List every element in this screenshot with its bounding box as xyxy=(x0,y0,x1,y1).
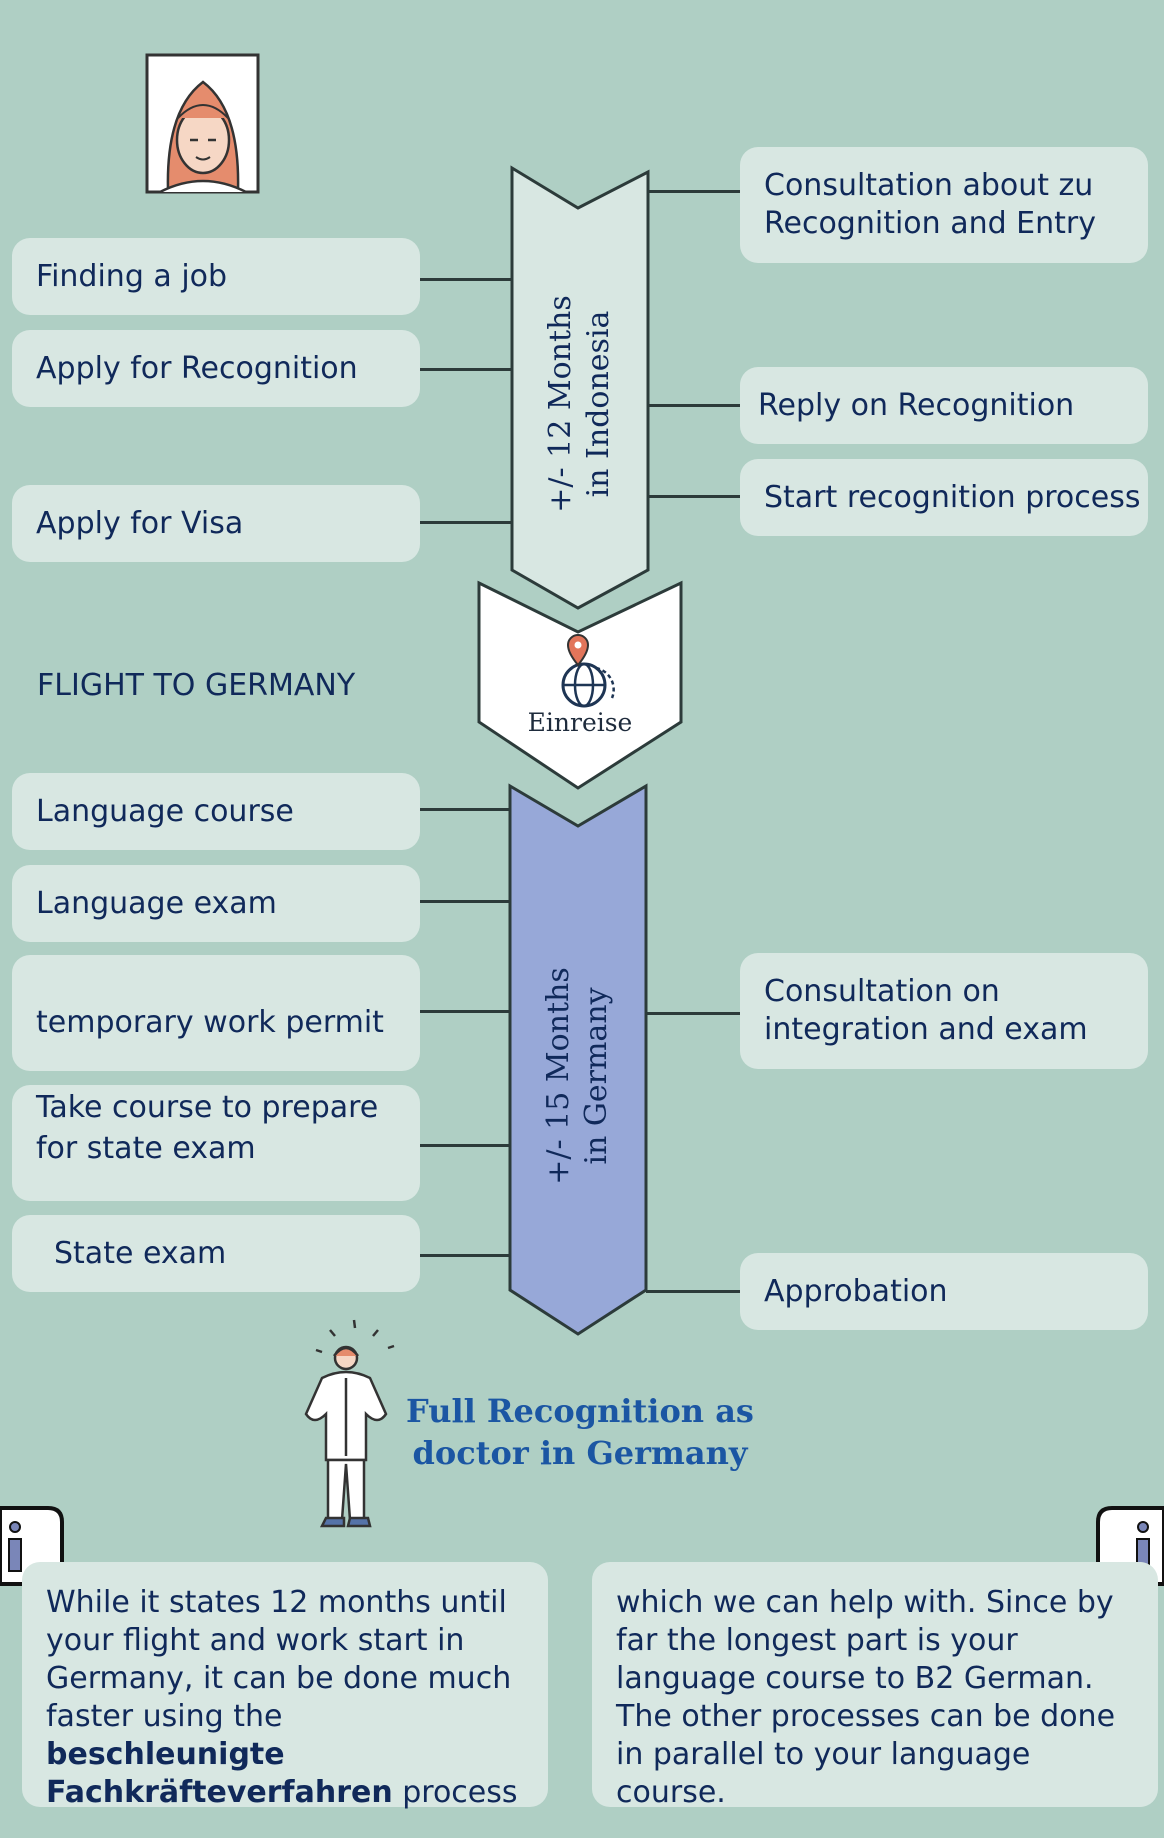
step-prepare-state-exam: Take course to prepare for state exam xyxy=(12,1085,420,1201)
connector xyxy=(420,900,510,903)
connector xyxy=(648,404,740,407)
step-consultation-integration-exam: Consultation on integration and exam xyxy=(740,953,1148,1069)
doctor-portrait-icon xyxy=(145,53,260,194)
step-apply-recognition: Apply for Recognition xyxy=(12,330,420,407)
flight-label: FLIGHT TO GERMANY xyxy=(37,668,356,703)
goal-title: Full Recognition as doctor in Germany xyxy=(406,1392,754,1472)
step-finding-job: Finding a job xyxy=(12,238,420,315)
info-panel-left: While it states 12 months until your fli… xyxy=(22,1562,548,1810)
connector xyxy=(420,1254,510,1257)
connector xyxy=(420,368,512,371)
connector xyxy=(646,1290,740,1293)
step-start-recognition: Start recognition process xyxy=(740,459,1148,536)
info-panel-right: which we can help with. Since by far the… xyxy=(592,1562,1158,1810)
globe-pin-icon xyxy=(561,634,615,708)
phase1-arrow xyxy=(510,165,650,610)
step-reply-recognition: Reply on Recognition xyxy=(740,367,1148,444)
step-language-exam: Language exam xyxy=(12,865,420,942)
step-language-course: Language course xyxy=(12,773,420,850)
connector xyxy=(420,1144,510,1147)
step-consultation-recognition-entry: Consultation about zu Recognition and En… xyxy=(740,147,1148,263)
phase2-label: +/- 15 Months in Germany xyxy=(541,967,614,1185)
step-state-exam: State exam xyxy=(12,1215,420,1292)
connector xyxy=(420,521,512,524)
connector xyxy=(648,190,740,193)
connector xyxy=(420,808,510,811)
einreise-label: Einreise xyxy=(527,708,633,737)
phase1-label: +/- 12 Months in Indonesia xyxy=(543,295,616,513)
standing-doctor-icon xyxy=(304,1319,395,1528)
connector xyxy=(420,1010,510,1013)
step-apply-visa: Apply for Visa xyxy=(12,485,420,562)
step-approbation: Approbation xyxy=(740,1253,1148,1330)
connector xyxy=(648,495,740,498)
connector xyxy=(646,1012,740,1015)
connector xyxy=(420,278,512,281)
step-temporary-work-permit: temporary work permit xyxy=(12,955,420,1071)
